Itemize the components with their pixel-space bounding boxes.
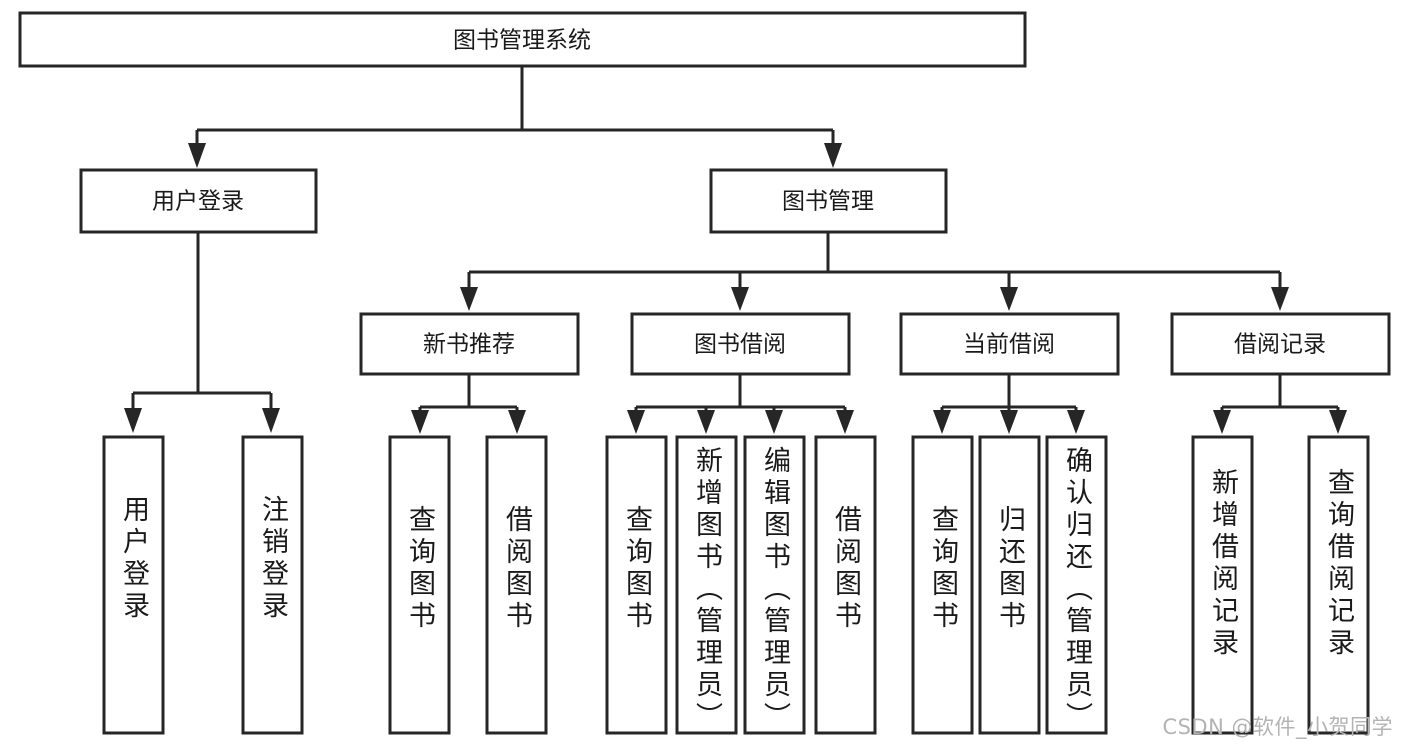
arrow-head-leaf-user-login	[124, 408, 142, 433]
leaf-box-edit-book[interactable]	[743, 435, 806, 735]
leaf-box-query-book-3[interactable]	[911, 435, 974, 735]
node-current-borrow[interactable]: 当前借阅	[899, 312, 1120, 376]
new-book-label: 新书推荐	[423, 332, 515, 358]
arrow-head-leaf-confirm-return	[1067, 410, 1085, 434]
leaf-box-query-book-2[interactable]	[605, 435, 668, 735]
node-book-manage[interactable]: 图书管理	[709, 168, 948, 234]
watermark-text: CSDN @软件_小贺同学	[1162, 715, 1393, 739]
leaf-box-query-record[interactable]	[1307, 435, 1370, 735]
node-root[interactable]: 图书管理系统	[18, 11, 1027, 68]
arrow-head-leaf-add-book	[697, 410, 715, 434]
user-login-box	[79, 168, 318, 234]
leaf-box-borrow-book-2[interactable]	[814, 435, 877, 735]
connector-book-manage-to-level3	[460, 232, 1289, 311]
connector-book-borrow-to-leaves	[627, 374, 854, 434]
arrow-head-book-borrow	[731, 287, 749, 311]
arrow-head-leaf-query-book-1	[411, 410, 429, 434]
arrow-head-new-book	[460, 287, 478, 311]
leaf-box-return-book[interactable]	[978, 435, 1041, 735]
arrow-head-book-manage	[824, 143, 842, 168]
leaf-box-user-login[interactable]	[102, 435, 165, 735]
leaf-box-confirm-return[interactable]	[1045, 435, 1108, 735]
borrow-record-label: 借阅记录	[1234, 332, 1326, 358]
connector-user-login-to-leaves	[124, 232, 280, 433]
leaf-box-borrow-book-1[interactable]	[485, 435, 548, 735]
root-box	[18, 11, 1027, 68]
leaf-boxes-new-book	[388, 435, 548, 735]
book-manage-label: 图书管理	[782, 189, 874, 215]
current-borrow-box	[899, 312, 1120, 376]
arrow-head-user-login	[188, 143, 206, 168]
node-new-book-recommend[interactable]: 新书推荐	[359, 312, 580, 376]
leaf-boxes-user-login	[102, 435, 304, 735]
arrow-head-leaf-return-book	[1000, 410, 1018, 434]
connector-current-borrow-to-leaves	[933, 374, 1085, 434]
leaf-box-logout[interactable]	[241, 435, 304, 735]
node-borrow-record[interactable]: 借阅记录	[1170, 312, 1391, 376]
leaf-boxes-book-borrow	[605, 435, 877, 735]
node-book-borrow[interactable]: 图书借阅	[630, 312, 851, 376]
arrow-head-leaf-query-book-2	[627, 410, 645, 434]
arrow-head-leaf-query-book-3	[933, 410, 951, 434]
current-borrow-label: 当前借阅	[963, 332, 1055, 358]
arrow-head-leaf-query-record	[1329, 410, 1347, 434]
node-user-login[interactable]: 用户登录	[79, 168, 318, 234]
arrow-head-leaf-logout	[262, 408, 280, 433]
leaf-box-add-record[interactable]	[1191, 435, 1254, 735]
book-borrow-label: 图书借阅	[694, 332, 786, 358]
arrow-head-leaf-borrow-book-2	[836, 410, 854, 434]
connector-root-to-level2	[188, 66, 842, 168]
connector-borrow-record-to-leaves	[1213, 374, 1347, 434]
leaf-box-add-book[interactable]	[675, 435, 738, 735]
arrow-head-borrow-record	[1271, 287, 1289, 311]
leaf-boxes-current-borrow	[911, 435, 1108, 735]
connector-new-book-to-leaves	[411, 374, 526, 434]
root-label: 图书管理系统	[453, 28, 591, 54]
leaf-boxes-borrow-record	[1191, 435, 1370, 735]
leaf-box-query-book-1[interactable]	[388, 435, 451, 735]
arrow-head-current-borrow	[1000, 287, 1018, 311]
arrow-head-leaf-edit-book	[765, 410, 783, 434]
new-book-box	[359, 312, 580, 376]
arrow-head-leaf-add-record	[1213, 410, 1231, 434]
user-login-label: 用户登录	[152, 189, 244, 215]
arrow-head-leaf-borrow-book-1	[508, 410, 526, 434]
